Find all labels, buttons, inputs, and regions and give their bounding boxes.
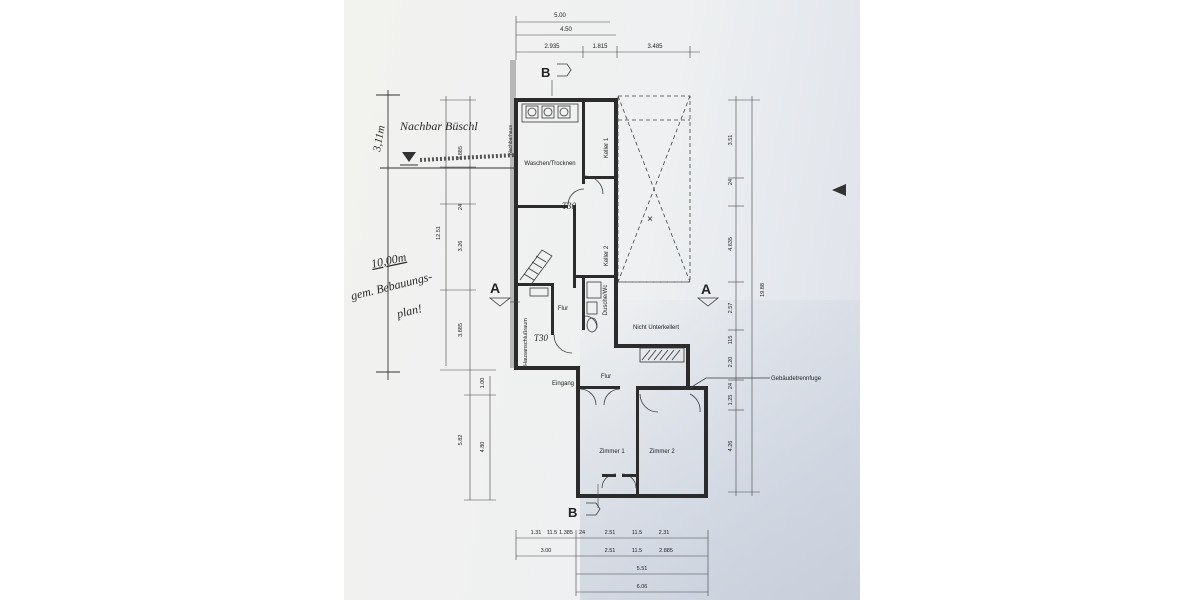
room-eingang: Eingang	[552, 381, 574, 387]
dim-right-7: 24	[728, 383, 734, 389]
dim-left-8: 4.80	[480, 442, 486, 453]
handwritten-notes: Nachbar Büschl 3,11m 10,00m gem. Bebauun…	[349, 90, 517, 380]
dim-right-5: 115	[728, 336, 734, 345]
bottom-dimensions: 1.31 11.5 1.385 24 2.51 11.5 2.31 3.00 2…	[515, 530, 709, 596]
left-dimensions: 3.885 24 12.51 3.26 3.885 1.00 5.82 4.80	[436, 96, 496, 501]
dim-bottom-r1-5: 2.51	[605, 530, 616, 536]
t30-label-upper: T30	[562, 201, 577, 211]
top-dimensions: 5.00 4.50 2.935 1.815 3.485	[515, 13, 700, 60]
room-labels: Waschen/Trocknen Keller 1 Keller 2 Hausa…	[508, 125, 679, 455]
dim-bottom-r3-1: 5.51	[637, 566, 648, 572]
room-flur-lower: Flur	[601, 374, 611, 380]
dim-bottom-r2-4: 2.885	[659, 548, 673, 554]
dim-right-9: 4.26	[728, 441, 734, 452]
section-b-bottom-label: B	[568, 505, 577, 520]
note-plan-line1: gem. Bebauungs-	[349, 269, 433, 303]
fire-door-labels: T30 T30	[534, 201, 577, 343]
staircase	[519, 249, 553, 287]
meter-box	[529, 287, 549, 297]
room-dusche: Dusche/Wc	[603, 285, 609, 316]
room-keller-2: Keller 2	[604, 245, 610, 266]
room-zimmer-2: Zimmer 2	[649, 449, 675, 455]
dim-bottom-r1-4: 24	[579, 530, 585, 536]
dim-bottom-r2-2: 2.51	[605, 548, 616, 554]
dim-left-2: 24	[458, 204, 464, 210]
dim-top-4: 1.815	[592, 44, 608, 50]
dim-bottom-r1-3: 1.385	[559, 530, 573, 536]
note-height: 3,11m	[371, 124, 388, 153]
dim-top-5: 3.485	[647, 44, 663, 50]
right-dimensions: 3.51 24 4.635 2.57 115 2.20 24 1.25 4.26…	[728, 96, 766, 496]
shadow-area	[580, 300, 860, 600]
dim-top-2: 4.50	[560, 27, 572, 33]
dim-top-1: 5.00	[554, 13, 566, 19]
section-b-bottom: B	[568, 484, 601, 520]
section-a-left: A	[490, 280, 500, 296]
joint-label: Gebäudetrennfuge	[771, 376, 822, 382]
dim-bottom-r1-2: 11.5	[547, 530, 557, 536]
room-hausanschluss: Hausanschlußraum	[523, 318, 529, 366]
note-distance: 10,00m	[370, 250, 408, 271]
dim-bottom-r1-1: 1.31	[531, 530, 542, 536]
dim-right-3: 4.635	[728, 237, 734, 251]
neighbor-wall-label: Nachbarhaus	[508, 125, 514, 155]
hatched-block	[639, 347, 685, 363]
dim-bottom-r4-1: 6.06	[637, 584, 648, 590]
dim-left-7: 5.82	[458, 435, 464, 446]
dim-bottom-r2-3: 11.5	[632, 548, 642, 554]
section-b-top: B	[541, 63, 572, 96]
t30-label-lower: T30	[534, 333, 549, 343]
unexcavated-area: ×	[617, 95, 691, 283]
dim-right-1: 3.51	[728, 135, 734, 146]
room-keller-1: Keller 1	[604, 137, 610, 158]
edge-arrow-icon	[832, 184, 846, 196]
note-plan-line2: plan!	[394, 301, 423, 321]
dim-left-6: 1.00	[480, 378, 486, 389]
section-b-top-label: B	[541, 65, 550, 80]
dim-top-3: 2.935	[544, 44, 560, 50]
building-walls	[510, 60, 708, 498]
dim-left-5: 3.885	[458, 323, 464, 337]
note-neighbor: Nachbar Büschl	[399, 119, 478, 133]
room-flur-upper: Flur	[558, 306, 568, 312]
dim-right-total: 19.88	[760, 283, 766, 297]
building-joint: Gebäudetrennfuge	[689, 376, 822, 389]
dim-bottom-r1-7: 2.31	[659, 530, 670, 536]
dim-left-1: 3.885	[458, 146, 464, 160]
dim-bottom-r1-6: 11.5	[632, 530, 642, 536]
dim-left-4: 3.26	[458, 241, 464, 252]
room-zimmer-1: Zimmer 1	[599, 449, 625, 455]
room-nicht-unterkellert: Nicht Unterkellert	[633, 325, 679, 331]
bathroom-fixtures	[586, 281, 602, 333]
dim-right-6: 2.20	[728, 357, 734, 368]
dim-right-4: 2.57	[728, 303, 734, 314]
center-cross: ×	[647, 214, 653, 225]
dim-left-3: 12.51	[436, 226, 442, 240]
section-a-right: A	[701, 281, 711, 297]
tank-icons	[521, 103, 579, 123]
dim-right-2: 24	[728, 179, 734, 185]
dim-right-8: 1.25	[728, 395, 734, 406]
room-waschen: Waschen/Trocknen	[524, 161, 575, 167]
section-a-markers: A A	[488, 280, 720, 307]
dim-bottom-r2-1: 3.00	[541, 548, 552, 554]
